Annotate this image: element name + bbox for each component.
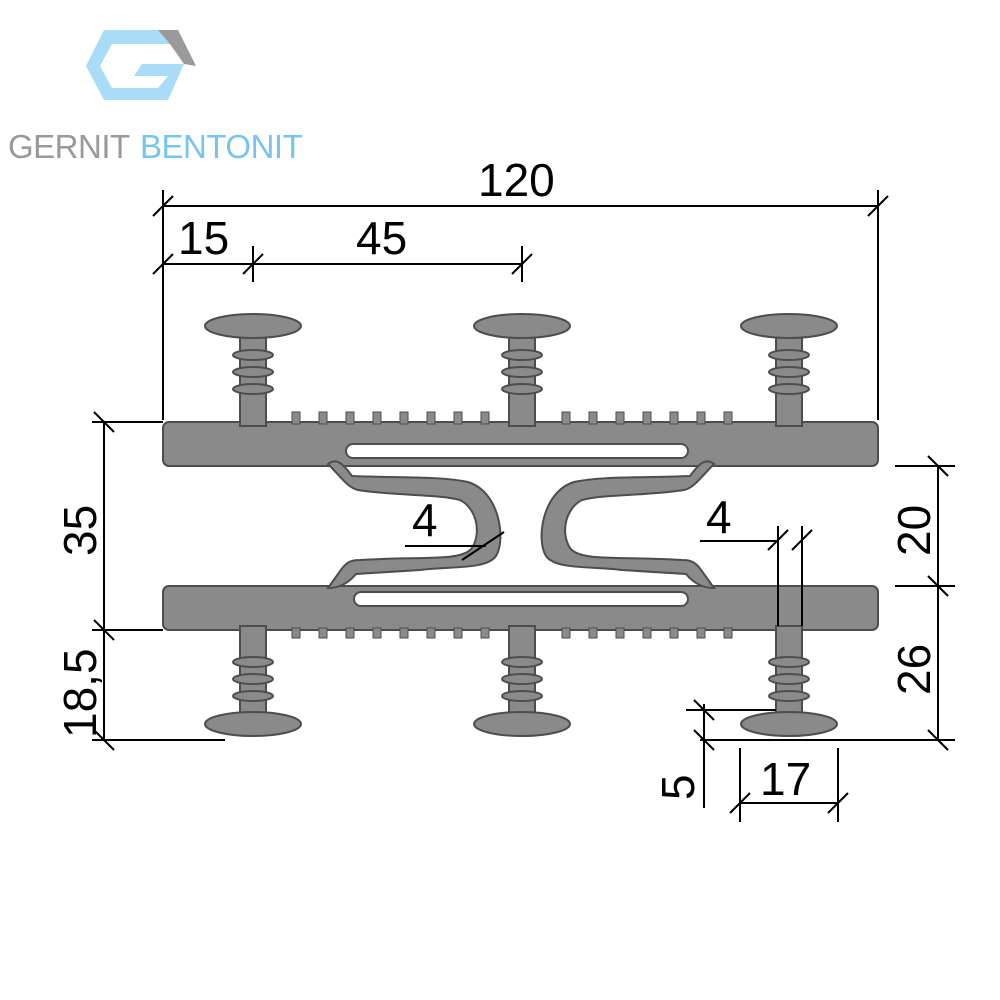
waterstop-profile xyxy=(162,313,879,737)
flange-rib xyxy=(642,411,652,425)
dim-anchor-spacing: 45 xyxy=(356,212,407,264)
flange-rib xyxy=(453,411,463,425)
upper-anchor-center xyxy=(473,313,571,427)
flange-rib xyxy=(345,411,355,425)
dim-bulb-width: 17 xyxy=(760,753,811,805)
flange-rib xyxy=(561,627,571,639)
flange-ribs xyxy=(291,411,733,639)
flange-rib xyxy=(615,627,625,639)
lower-slot xyxy=(353,591,689,607)
dim-bulb-height: 5 xyxy=(652,774,704,800)
dim-anchor-depth-bottom: 18,5 xyxy=(54,648,106,738)
flange-rib xyxy=(291,627,301,639)
flange-rib xyxy=(426,411,436,425)
flange-rib xyxy=(723,411,733,425)
upper-anchor-right xyxy=(740,313,838,427)
flange-rib xyxy=(561,411,571,425)
dim-loop-thickness-left: 4 xyxy=(412,494,438,546)
flange-rib xyxy=(318,627,328,639)
flange-rib xyxy=(696,627,706,639)
dim-loop-thickness-right: 4 xyxy=(706,491,732,543)
flange-rib xyxy=(615,411,625,425)
upper-anchor-left xyxy=(204,313,302,427)
flange-rib xyxy=(291,411,301,425)
lower-anchor-left xyxy=(204,625,302,737)
flange-rib xyxy=(723,627,733,639)
flange-rib xyxy=(453,627,463,639)
dim-right-upper-height: 20 xyxy=(888,505,940,556)
flange-rib xyxy=(669,411,679,425)
dim-right-lower-height: 26 xyxy=(888,644,940,695)
flange-rib xyxy=(642,627,652,639)
lower-anchor-right xyxy=(740,625,838,737)
left-expansion-loop xyxy=(326,460,502,590)
upper-slot xyxy=(345,443,689,459)
flange-rib xyxy=(372,627,382,639)
dim-total-height: 35 xyxy=(54,505,106,556)
flange-rib xyxy=(588,627,598,639)
right-expansion-loop xyxy=(540,460,716,590)
flange-rib xyxy=(372,411,382,425)
flange-rib xyxy=(669,627,679,639)
flange-rib xyxy=(696,411,706,425)
flange-rib xyxy=(399,627,409,639)
logo-hexagon-mark xyxy=(86,30,196,100)
flange-rib xyxy=(480,627,490,639)
flange-rib xyxy=(318,411,328,425)
flange-rib xyxy=(480,411,490,425)
logo-text-bentonit: BENTONIT xyxy=(140,128,303,165)
lower-anchor-center xyxy=(473,625,571,737)
dimension-lines xyxy=(92,190,955,822)
flange-rib xyxy=(426,627,436,639)
dim-edge-to-first-anchor: 15 xyxy=(178,212,229,264)
flange-rib xyxy=(588,411,598,425)
dim-overall-width: 120 xyxy=(478,154,555,206)
flange-rib xyxy=(345,627,355,639)
flange-rib xyxy=(399,411,409,425)
logo-text-gernit: GERNIT xyxy=(8,128,130,165)
